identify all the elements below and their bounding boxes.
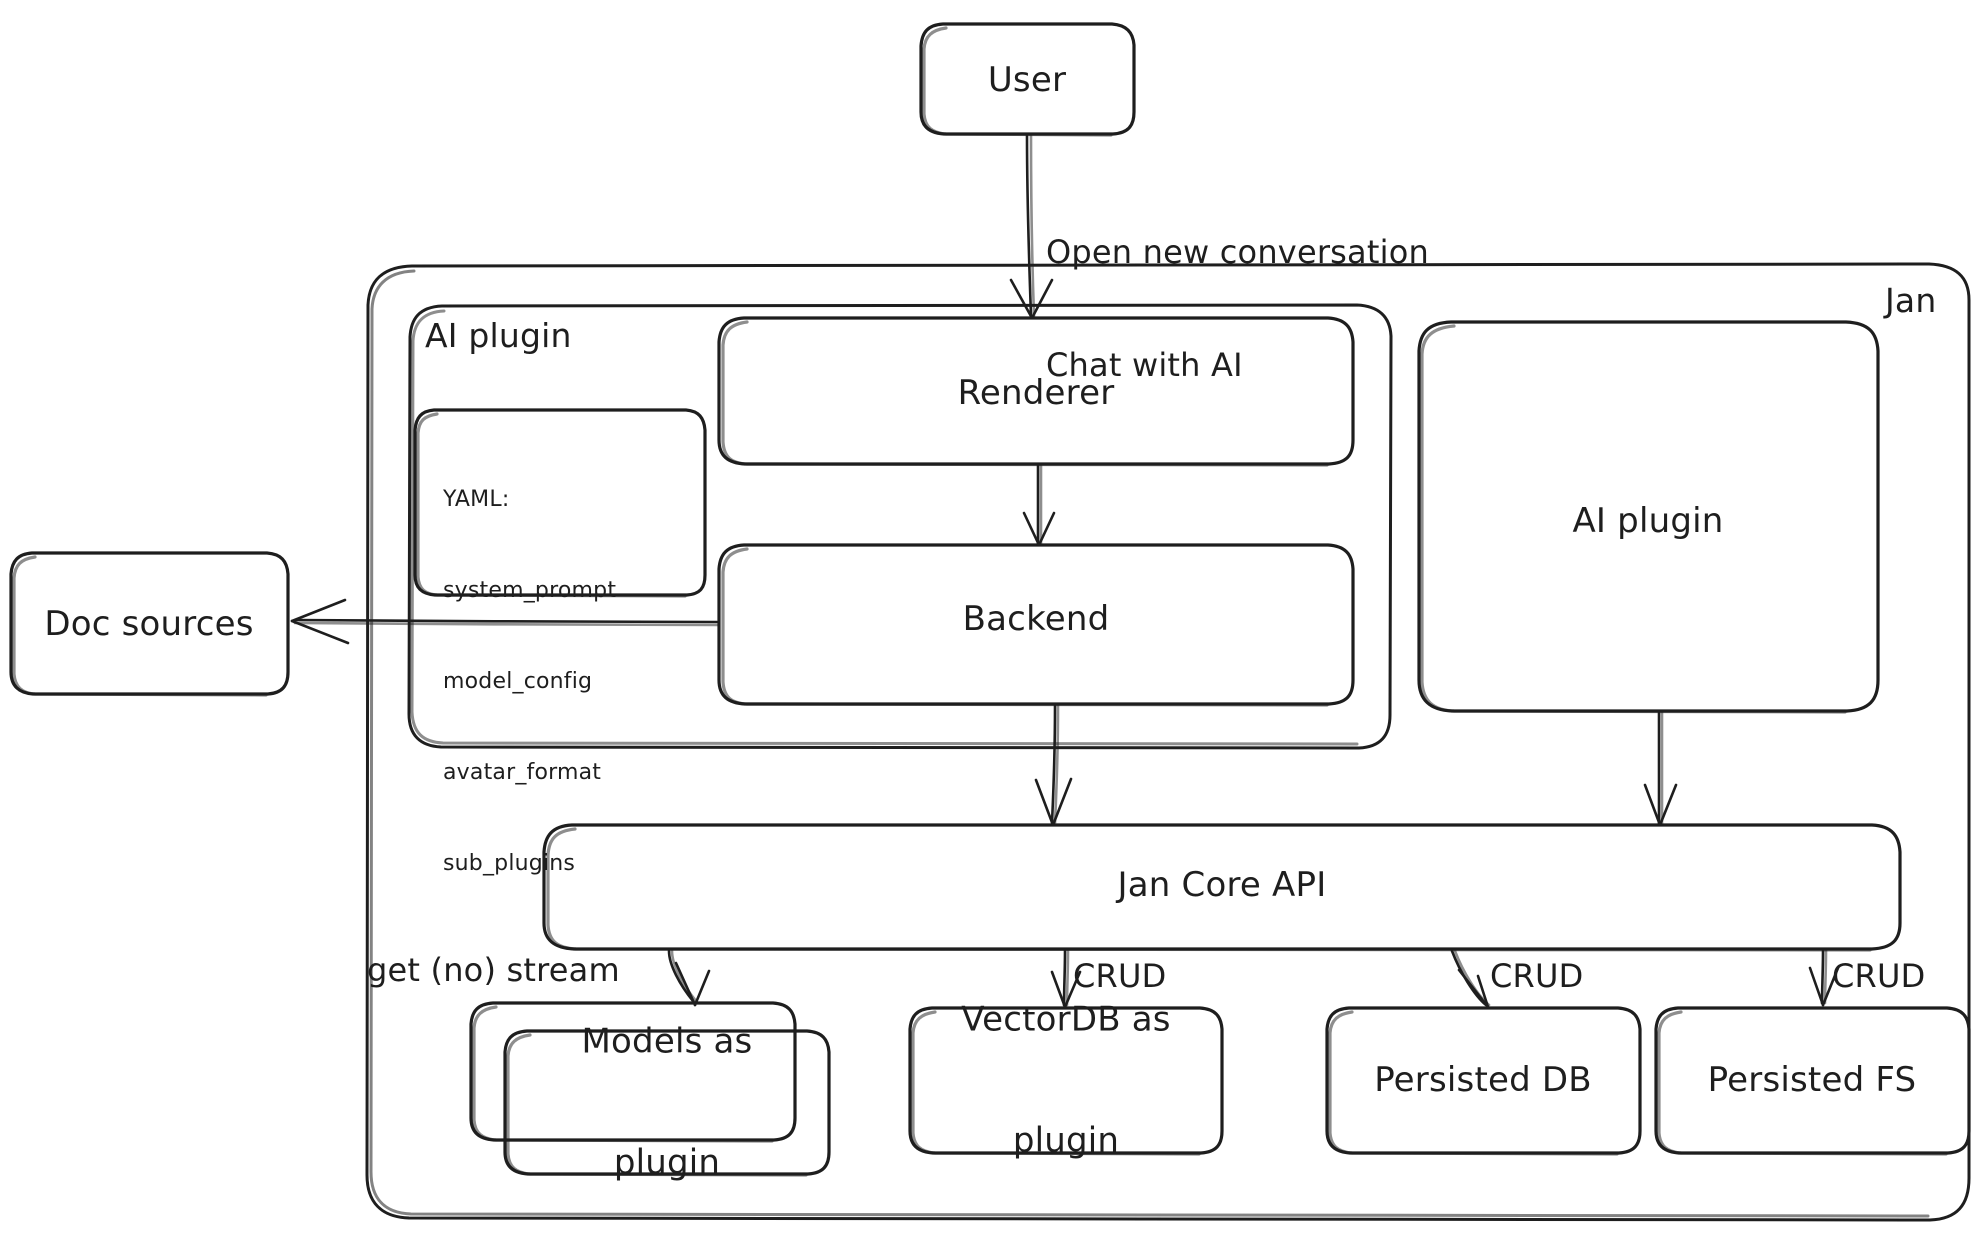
- yaml-line-1: system_prompt: [443, 577, 617, 603]
- edge-label-core-to-persisted-db: CRUD: [1490, 957, 1584, 995]
- persisted-fs-node-label: Persisted FS: [1707, 1059, 1917, 1100]
- yaml-line-2: model_config: [443, 668, 593, 694]
- yaml-line-0: YAML:: [443, 486, 510, 512]
- vectordb-as-plugin-node-shape[interactable]: [908, 1006, 1224, 1156]
- persisted-fs-node-shape[interactable]: [1654, 1006, 1971, 1156]
- renderer-node-shape[interactable]: [717, 316, 1355, 467]
- edge-label-user-to-renderer: Open new conversation Chat with AI: [1046, 158, 1429, 460]
- edge-user-to-renderer: [1009, 134, 1054, 320]
- backend-node-label: Backend: [962, 598, 1110, 639]
- yaml-box-shape[interactable]: [413, 408, 707, 598]
- ai-plugin-group-shape[interactable]: [407, 303, 1393, 750]
- edge-label-user-line-1: Open new conversation: [1046, 232, 1429, 271]
- edge-label-core-to-models: get (no) stream: [367, 951, 620, 989]
- edge-core-to-models: [667, 949, 711, 1007]
- backend-node-shape[interactable]: [717, 543, 1355, 707]
- edge-core-to-persisted-db: [1450, 949, 1491, 1009]
- jan-core-api-node-label: Jan Core API: [1117, 864, 1327, 905]
- edge-backend-to-core: [1034, 704, 1073, 827]
- edge-label-core-to-persisted-fs: CRUD: [1832, 957, 1926, 995]
- edge-label-user-line-2: Chat with AI: [1046, 345, 1243, 384]
- persisted-db-node-label: Persisted DB: [1374, 1059, 1592, 1100]
- jan-container-label: Jan: [1885, 281, 1937, 320]
- yaml-box-content: YAML: system_prompt model_config avatar_…: [443, 424, 616, 940]
- edge-core-to-vectordb: [1050, 949, 1082, 1009]
- user-node-label: User: [987, 59, 1067, 100]
- yaml-line-4: sub_plugins: [443, 851, 576, 877]
- edge-ai-plugin-to-core: [1643, 711, 1678, 827]
- models-as-plugin-node-label: Models as plugin: [517, 942, 817, 1246]
- models-as-plugin-line-1: Models as: [581, 1021, 753, 1062]
- edge-backend-to-doc-sources: [290, 598, 719, 645]
- vectordb-as-plugin-line-1: VectorDB as: [961, 999, 1171, 1040]
- vectordb-as-plugin-line-2: plugin: [1012, 1120, 1120, 1161]
- user-node-shape[interactable]: [919, 22, 1136, 137]
- edge-core-to-persisted-fs: [1808, 949, 1840, 1007]
- jan-container-shape[interactable]: [365, 262, 1971, 1222]
- renderer-node-label: Renderer: [957, 372, 1115, 413]
- models-as-plugin-outer-shape[interactable]: [469, 1001, 797, 1143]
- ai-plugin-right-node-label: AI plugin: [1572, 500, 1724, 541]
- ai-plugin-group-label: AI plugin: [425, 316, 572, 355]
- persisted-db-node-shape[interactable]: [1325, 1006, 1642, 1156]
- doc-sources-node-label: Doc sources: [44, 603, 254, 644]
- models-as-plugin-line-2: plugin: [613, 1142, 721, 1183]
- ai-plugin-right-node-shape[interactable]: [1417, 320, 1880, 714]
- vectordb-as-plugin-node-label: VectorDB as plugin: [916, 920, 1216, 1241]
- yaml-line-3: avatar_format: [443, 759, 602, 785]
- jan-core-api-node-shape[interactable]: [542, 823, 1902, 952]
- models-as-plugin-node-shape[interactable]: [503, 1029, 831, 1177]
- doc-sources-node-shape[interactable]: [9, 551, 290, 697]
- edge-label-core-to-vectordb: CRUD: [1073, 957, 1167, 995]
- edge-renderer-to-backend: [1022, 464, 1056, 547]
